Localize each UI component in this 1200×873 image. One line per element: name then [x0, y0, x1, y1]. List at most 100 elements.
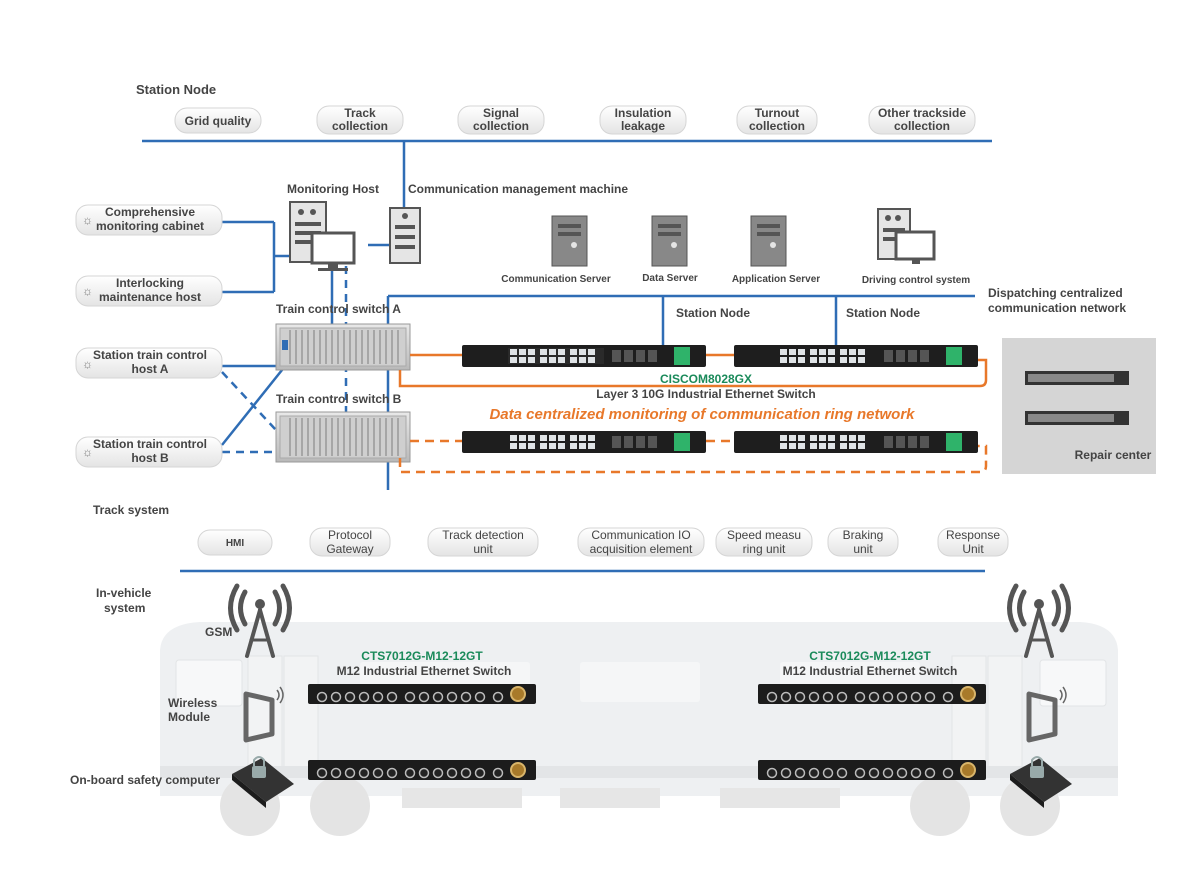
m12-switch-left-top	[308, 684, 536, 704]
orange-ring-solid	[398, 353, 988, 388]
svg-text:Gateway: Gateway	[326, 542, 373, 556]
svg-text:host B: host B	[131, 451, 169, 465]
svg-text:Unit: Unit	[962, 542, 984, 556]
svg-text:Repair center: Repair center	[1075, 448, 1152, 462]
m12-desc-right: M12 Industrial Ethernet Switch	[783, 664, 958, 678]
svg-text:collection: collection	[894, 119, 950, 133]
communication-server-label: Communication Server	[501, 274, 611, 285]
lock-icon	[232, 756, 294, 808]
track-box-protocol-gateway: Protocol Gateway	[309, 527, 391, 557]
svg-text:Grid quality: Grid quality	[185, 114, 252, 128]
driving-control-system-icon	[877, 208, 936, 264]
svg-text:HMI: HMI	[226, 538, 245, 549]
host-interlocking-maintenance: ☼ Interlocking maintenance host	[75, 275, 223, 307]
ciscom-switch-3	[462, 431, 706, 453]
svg-text:Insulation: Insulation	[615, 106, 672, 120]
host-train-control-b: ☼ Station train control host B	[75, 436, 223, 468]
svg-text:collection: collection	[332, 119, 388, 133]
comm-mgmt-label: Communication management machine	[408, 182, 628, 196]
train-background	[160, 622, 1118, 836]
station-node-label-2: Station Node	[846, 306, 920, 320]
svg-text:unit: unit	[473, 542, 493, 556]
track-box-speed-measuring: Speed measu ring unit	[715, 527, 813, 557]
m12-switch-right-bottom	[758, 760, 986, 780]
dispatch-label-2: communication network	[988, 301, 1126, 315]
svg-text:Track: Track	[344, 106, 376, 120]
station-box-signal-collection: Signal collection	[457, 105, 545, 135]
data-server-label: Data Server	[642, 273, 698, 284]
svg-text:maintenance host: maintenance host	[99, 290, 201, 304]
communication-server-icon	[551, 215, 588, 267]
monitoring-host-label: Monitoring Host	[287, 182, 379, 196]
svg-text:acquisition element: acquisition element	[590, 542, 693, 556]
train-control-switch-b	[275, 411, 411, 463]
svg-text:Protocol: Protocol	[328, 528, 372, 542]
in-vehicle-title-2: system	[104, 601, 145, 615]
gear-icon: ☼	[82, 445, 93, 459]
application-server-label: Application Server	[732, 274, 820, 285]
dispatch-label-1: Dispatching centralized	[988, 286, 1123, 300]
svg-text:Response: Response	[946, 528, 1000, 542]
track-box-communication-io: Communication IO acquisition element	[577, 527, 705, 557]
gsm-label: GSM	[205, 625, 232, 639]
track-box-braking-unit: Braking unit	[827, 527, 899, 557]
monitoring-host-icon	[289, 201, 356, 271]
svg-text:ring unit: ring unit	[743, 542, 786, 556]
svg-text:Communication IO: Communication IO	[591, 528, 690, 542]
track-box-track-detection: Track detection unit	[427, 527, 539, 557]
svg-text:Comprehensive: Comprehensive	[105, 205, 195, 219]
svg-text:unit: unit	[853, 542, 873, 556]
svg-text:Speed measu: Speed measu	[727, 528, 801, 542]
antenna-icon	[228, 583, 292, 658]
m12-desc-left: M12 Industrial Ethernet Switch	[337, 664, 512, 678]
svg-text:Braking: Braking	[843, 528, 884, 542]
station-node-title: Station Node	[136, 82, 216, 97]
ciscom-model-label: CISCOM8028GX	[660, 372, 752, 386]
svg-text:host A: host A	[132, 362, 169, 376]
svg-text:Other trackside: Other trackside	[878, 106, 966, 120]
wireless-module-icon	[1026, 686, 1067, 743]
svg-text:leakage: leakage	[621, 119, 665, 133]
m12-model-right: CTS7012G-M12-12GT	[809, 649, 931, 663]
svg-text:Track detection: Track detection	[442, 528, 524, 542]
antenna-icon	[1007, 583, 1071, 658]
gear-icon: ☼	[82, 284, 93, 298]
station-box-other-trackside: Other trackside collection	[868, 105, 976, 135]
track-system-title: Track system	[93, 503, 169, 517]
wireless-label-1: Wireless	[168, 696, 218, 710]
ciscom-switch-2	[734, 345, 978, 367]
driving-control-label: Driving control system	[862, 275, 970, 286]
station-box-turnout-collection: Turnout collection	[736, 105, 818, 135]
svg-text:Turnout: Turnout	[755, 106, 799, 120]
comm-mgmt-server-icon	[389, 207, 421, 264]
orange-ring-dashed	[398, 439, 988, 474]
svg-text:Station train control: Station train control	[93, 437, 207, 451]
svg-text:Signal: Signal	[483, 106, 519, 120]
track-box-hmi: HMI	[197, 529, 273, 556]
station-box-track-collection: Track collection	[316, 105, 404, 135]
wireless-label-2: Module	[168, 710, 210, 724]
wireless-module-icon	[243, 686, 284, 743]
station-box-insulation-leakage: Insulation leakage	[599, 105, 687, 135]
lock-icon	[1010, 756, 1072, 808]
m12-switch-right-top	[758, 684, 986, 704]
ciscom-desc-label: Layer 3 10G Industrial Ethernet Switch	[596, 387, 815, 401]
gear-icon: ☼	[82, 357, 93, 371]
ring-title: Data centralized monitoring of communica…	[489, 406, 915, 423]
on-board-safety-label: On-board safety computer	[70, 773, 220, 787]
host-comprehensive-monitoring: ☼ Comprehensive monitoring cabinet	[75, 204, 223, 236]
svg-text:Station train control: Station train control	[93, 348, 207, 362]
train-control-switch-a	[275, 323, 411, 371]
m12-model-left: CTS7012G-M12-12GT	[361, 649, 483, 663]
track-box-response-unit: Response Unit	[937, 527, 1009, 557]
host-train-control-a: ☼ Station train control host A	[75, 347, 223, 379]
application-server-icon	[750, 215, 787, 267]
svg-text:monitoring cabinet: monitoring cabinet	[96, 219, 204, 233]
ciscom-switch-1	[462, 345, 706, 367]
station-box-grid-quality: Grid quality	[174, 107, 262, 134]
gear-icon: ☼	[82, 213, 93, 227]
data-server-icon	[651, 215, 688, 267]
in-vehicle-title-1: In-vehicle	[96, 586, 152, 600]
switch-b-label: Train control switch B	[276, 392, 402, 406]
svg-text:collection: collection	[749, 119, 805, 133]
